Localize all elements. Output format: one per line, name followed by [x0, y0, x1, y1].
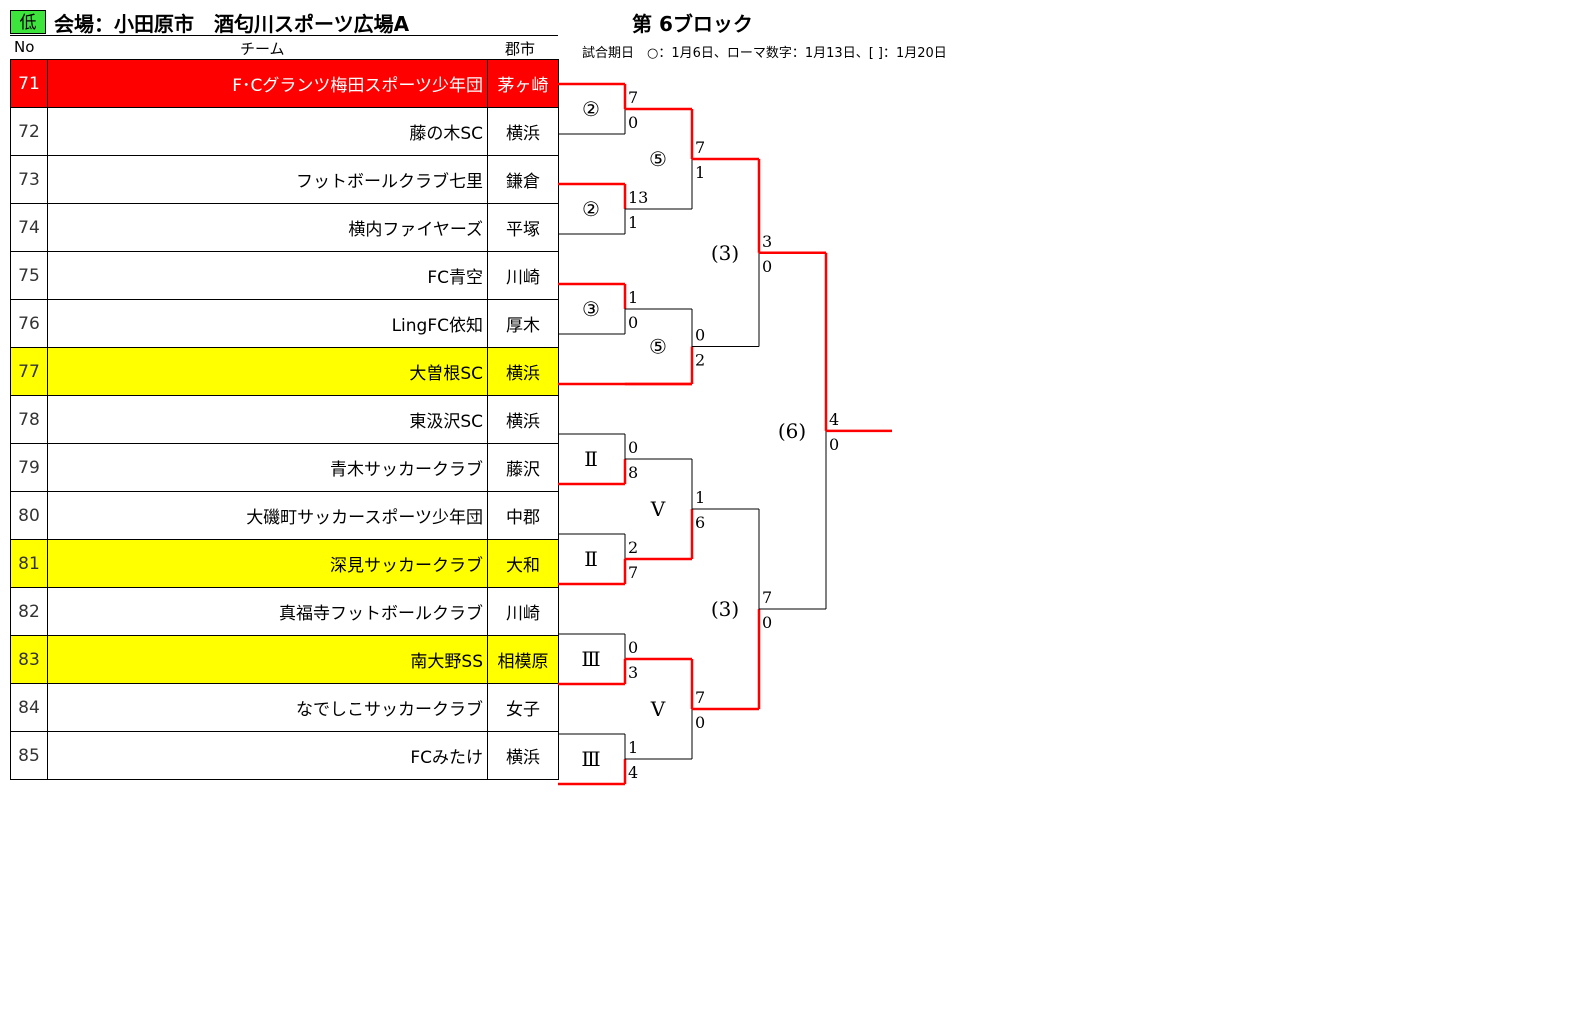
team-name: 東汲沢SC: [47, 395, 488, 444]
team-city: 横浜: [487, 395, 559, 444]
round-label: (3): [711, 241, 739, 265]
team-no: 83: [10, 635, 48, 684]
score-label: 1: [628, 213, 638, 232]
team-city: 厚木: [487, 299, 559, 348]
round-label: Ⅲ: [581, 647, 600, 671]
team-name: FCみたけ: [47, 731, 488, 780]
team-city: 中郡: [487, 491, 559, 540]
team-city: 相模原: [487, 635, 559, 684]
col-header-team: チーム: [240, 40, 285, 58]
category-badge: 低: [10, 10, 46, 34]
round-label: ②: [582, 97, 600, 121]
score-label: 0: [695, 326, 705, 345]
score-label: 0: [628, 638, 638, 657]
round-label: ②: [582, 197, 600, 221]
team-city: 女子: [487, 683, 559, 732]
col-header-city: 郡市: [505, 40, 536, 58]
team-name: 深見サッカークラブ: [47, 539, 488, 588]
round-label: Ⅱ: [584, 547, 598, 571]
team-city: 大和: [487, 539, 559, 588]
round-label: ③: [582, 297, 600, 321]
team-name: 青木サッカークラブ: [47, 443, 488, 492]
team-no: 79: [10, 443, 48, 492]
score-label: 7: [695, 138, 705, 157]
score-label: 0: [695, 713, 705, 732]
score-label: 7: [628, 563, 638, 582]
score-label: 7: [628, 88, 638, 107]
score-label: 4: [628, 763, 638, 782]
score-label: 6: [695, 513, 705, 532]
score-label: 3: [628, 663, 638, 682]
block-title: 第 6ブロック: [632, 12, 753, 36]
round-label: ⑤: [649, 147, 667, 171]
round-label: Ⅴ: [650, 497, 666, 521]
score-label: 13: [628, 188, 648, 207]
score-label: 0: [762, 613, 772, 632]
team-no: 74: [10, 203, 48, 252]
team-name: なでしこサッカークラブ: [47, 683, 488, 732]
col-header-no: No: [14, 38, 35, 56]
score-label: 3: [762, 232, 772, 251]
team-city: 横浜: [487, 347, 559, 396]
score-label: 0: [628, 313, 638, 332]
score-label: 7: [762, 588, 772, 607]
score-label: 7: [695, 688, 705, 707]
score-label: 1: [695, 163, 705, 182]
score-label: 1: [628, 738, 638, 757]
team-city: 藤沢: [487, 443, 559, 492]
schedule-note: 試合期日 ○：1月6日、ローマ数字：1月13日、[ ]：1月20日: [582, 46, 947, 61]
team-name: FC青空: [47, 251, 488, 300]
round-label: Ⅱ: [584, 447, 598, 471]
team-name: フットボールクラブ七里: [47, 155, 488, 204]
score-label: 1: [628, 288, 638, 307]
team-name: 藤の木SC: [47, 107, 488, 156]
team-no: 76: [10, 299, 48, 348]
score-label: 0: [762, 257, 772, 276]
team-name: LingFC依知: [47, 299, 488, 348]
team-city: 横浜: [487, 731, 559, 780]
team-name: 大磯町サッカースポーツ少年団: [47, 491, 488, 540]
score-label: 4: [829, 410, 839, 429]
team-name: F･Cグランツ梅田スポーツ少年団: [47, 59, 488, 108]
team-no: 78: [10, 395, 48, 444]
score-label: 0: [829, 435, 839, 454]
team-city: 川崎: [487, 251, 559, 300]
team-city: 川崎: [487, 587, 559, 636]
round-label: Ⅲ: [581, 747, 600, 771]
team-no: 77: [10, 347, 48, 396]
team-name: 南大野SS: [47, 635, 488, 684]
venue-title: 会場：小田原市 酒匂川スポーツ広場A: [54, 12, 410, 36]
score-label: 2: [628, 538, 638, 557]
round-label: (6): [778, 419, 806, 443]
team-name: 真福寺フットボールクラブ: [47, 587, 488, 636]
round-label: ⑤: [649, 335, 667, 359]
score-label: 0: [628, 438, 638, 457]
score-label: 8: [628, 463, 638, 482]
header-divider: [10, 35, 558, 36]
score-label: 2: [695, 351, 705, 370]
score-label: 0: [628, 113, 638, 132]
round-label: Ⅴ: [650, 697, 666, 721]
team-city: 横浜: [487, 107, 559, 156]
round-label: (3): [711, 597, 739, 621]
score-label: 1: [695, 488, 705, 507]
